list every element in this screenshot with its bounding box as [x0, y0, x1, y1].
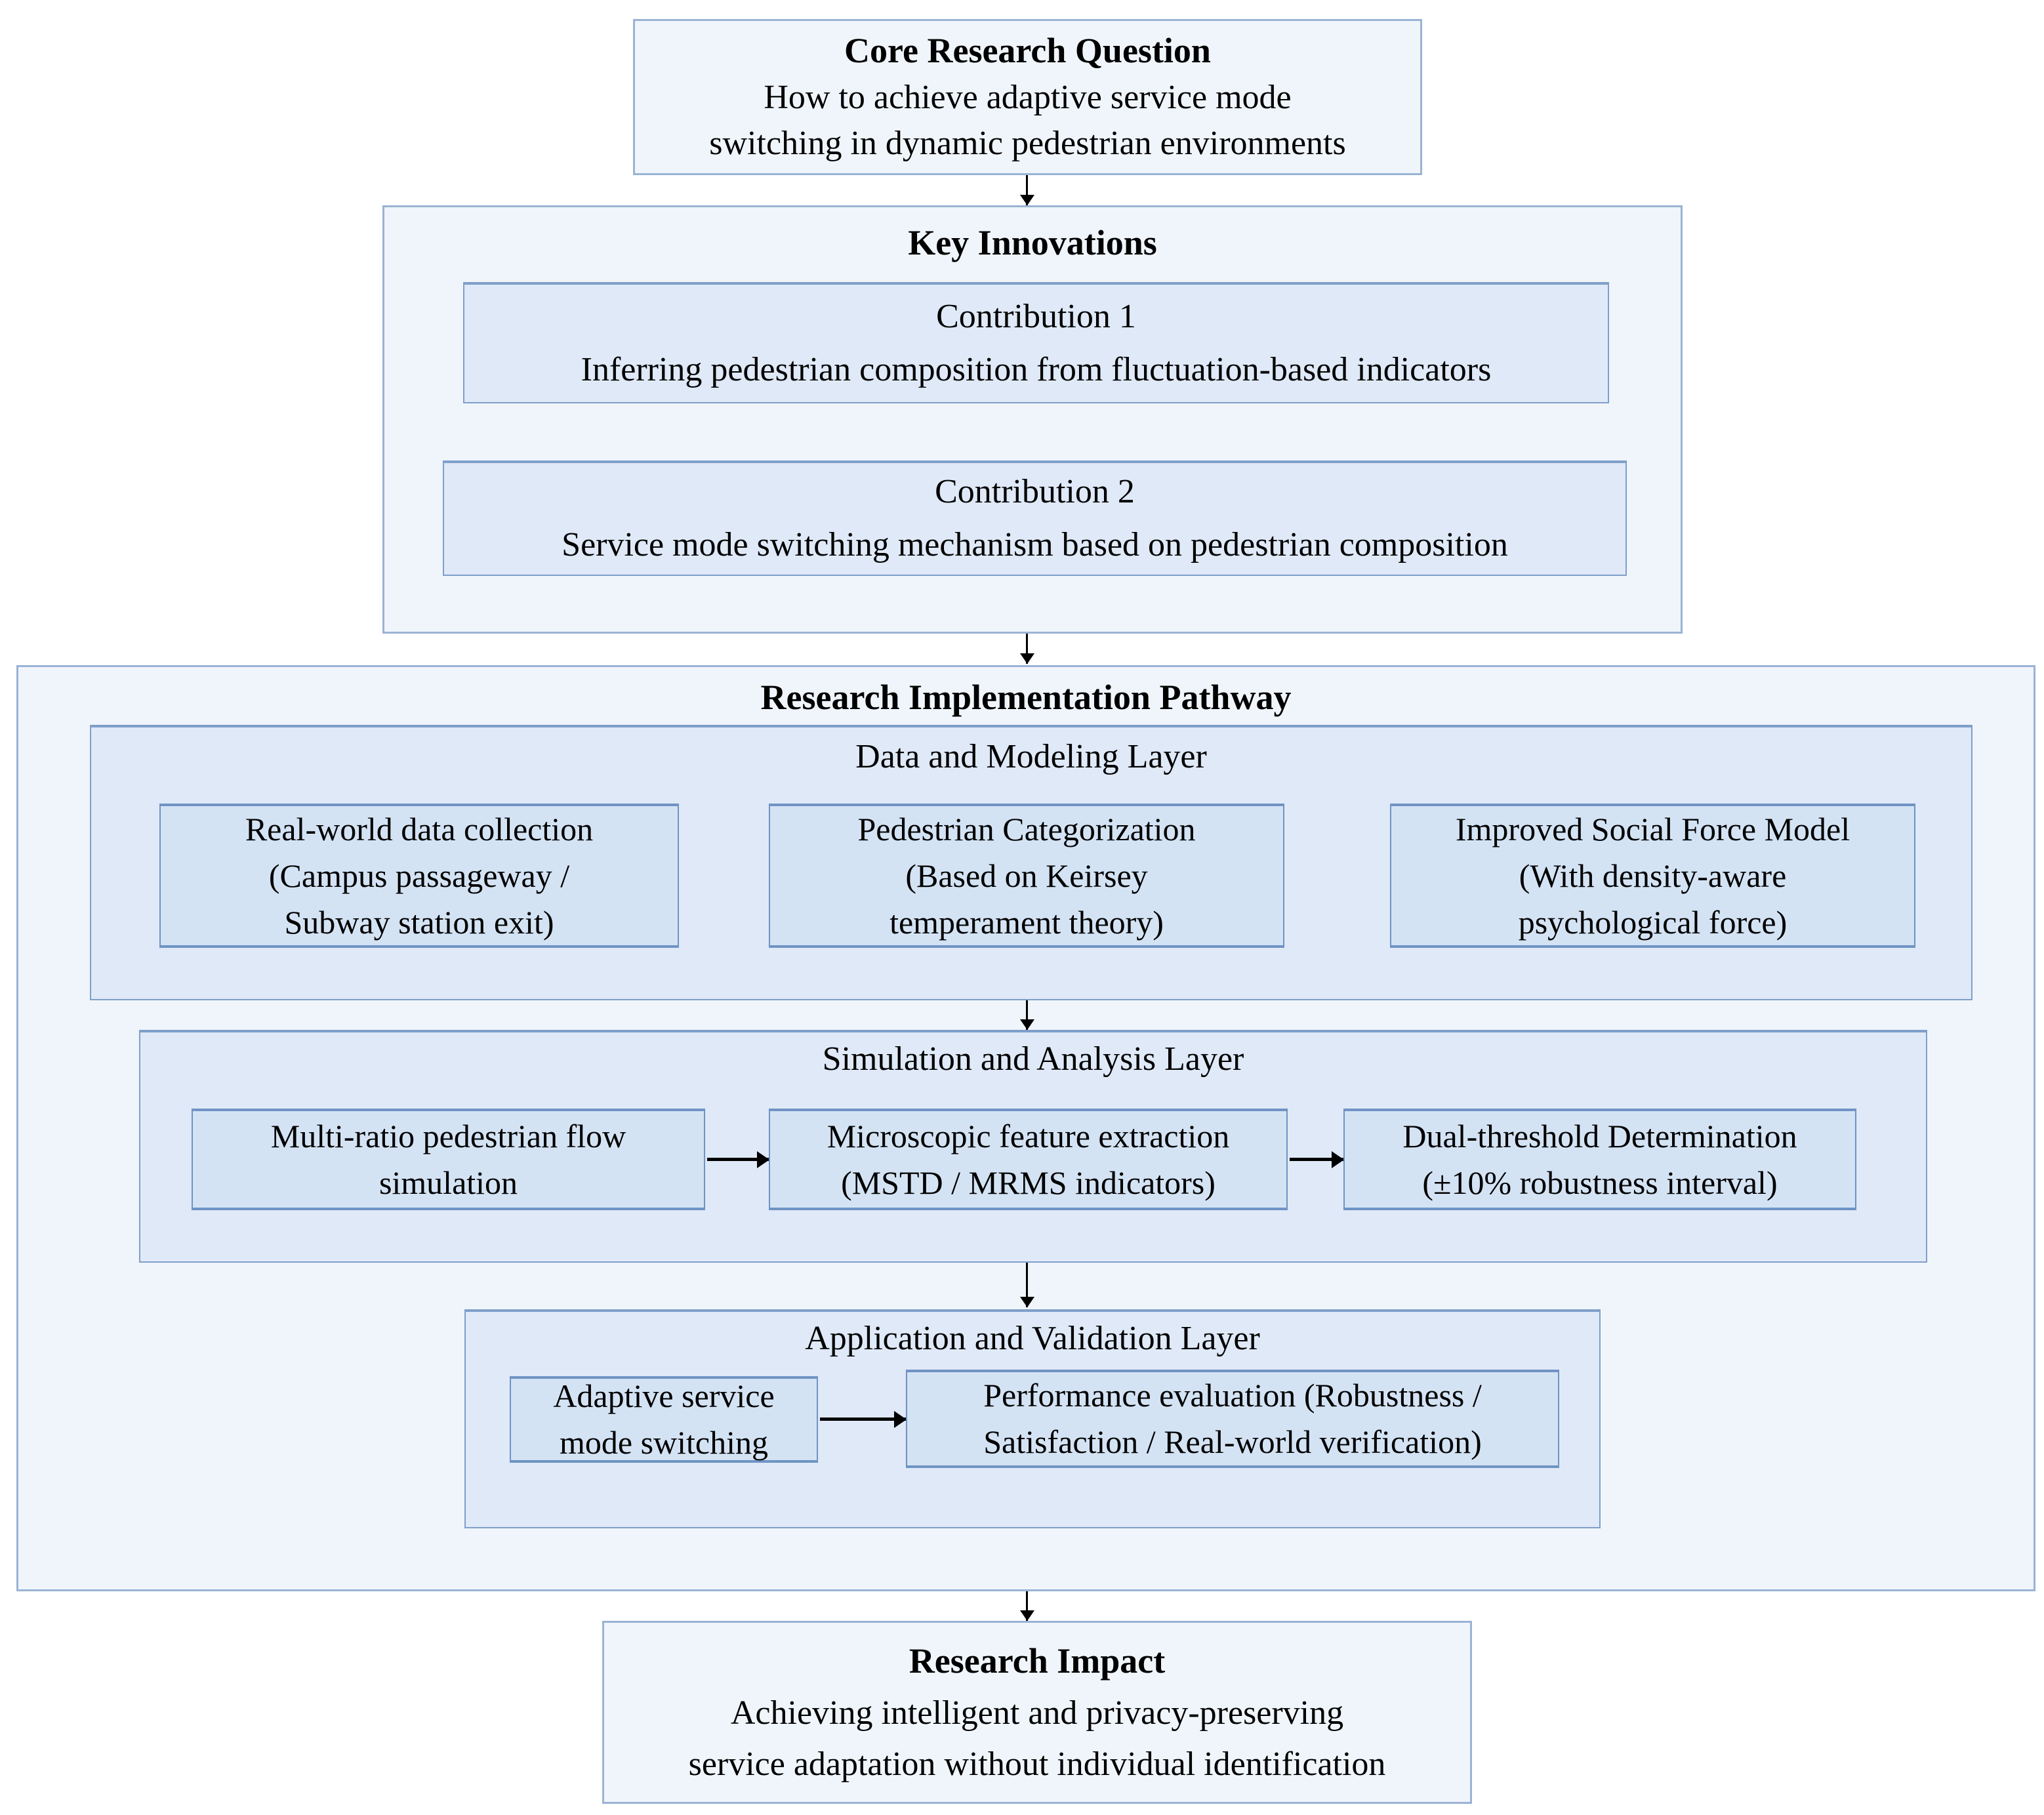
flow-arrow-down-2 [1026, 634, 1028, 664]
performance-evaluation-box: Performance evaluation (Robustness / Sat… [906, 1370, 1559, 1468]
core-research-question-box: Core Research Question How to achieve ad… [633, 19, 1422, 175]
data-box2-line1: Pedestrian Categorization [857, 810, 1196, 847]
adaptive-service-mode-switching-box: Adaptive service mode switching [510, 1376, 818, 1463]
data-box2-line3: temperament theory) [889, 903, 1164, 941]
research-impact-line1: Achieving intelligent and privacy-preser… [730, 1694, 1344, 1732]
contribution-1-box: Contribution 1 Inferring pedestrian comp… [463, 282, 1609, 403]
improved-social-force-model-box: Improved Social Force Model (With densit… [1390, 804, 1915, 948]
flow-arrow-right-3 [820, 1417, 906, 1421]
flow-arrow-right-1 [707, 1158, 769, 1161]
flow-arrow-down-1 [1026, 175, 1028, 205]
data-box3-line3: psychological force) [1518, 903, 1788, 941]
pathway-title: Research Implementation Pathway [760, 678, 1292, 717]
flow-arrow-down-5 [1026, 1591, 1028, 1621]
application-validation-layer-title: Application and Validation Layer [805, 1320, 1260, 1357]
sim-box1-line1: Multi-ratio pedestrian flow [270, 1117, 626, 1154]
data-box3-line1: Improved Social Force Model [1455, 810, 1850, 847]
contribution-2-title: Contribution 2 [935, 473, 1135, 511]
key-innovations-title: Key Innovations [908, 223, 1157, 262]
sim-box2-line2: (MSTD / MRMS indicators) [841, 1164, 1216, 1201]
real-world-data-collection-box: Real-world data collection (Campus passa… [159, 804, 679, 948]
sim-box1-line2: simulation [378, 1164, 518, 1201]
contribution-1-desc: Inferring pedestrian composition from fl… [581, 350, 1492, 388]
app-box2-line2: Satisfaction / Real-world verification) [983, 1423, 1482, 1460]
data-box1-line2: (Campus passageway / [268, 857, 570, 894]
research-impact-line2: service adaptation without individual id… [688, 1745, 1386, 1783]
contribution-2-box: Contribution 2 Service mode switching me… [443, 460, 1627, 576]
data-box1-line3: Subway station exit) [284, 903, 554, 941]
data-modeling-layer-title: Data and Modeling Layer [855, 738, 1207, 775]
dual-threshold-determination-box: Dual-threshold Determination (±10% robus… [1343, 1109, 1856, 1210]
pedestrian-categorization-box: Pedestrian Categorization (Based on Keir… [769, 804, 1284, 948]
core-research-question-line2: switching in dynamic pedestrian environm… [709, 125, 1346, 163]
contribution-1-title: Contribution 1 [936, 297, 1136, 335]
core-research-question-title: Core Research Question [844, 31, 1211, 71]
flow-arrow-down-4 [1026, 1263, 1028, 1307]
data-box2-line2: (Based on Keirsey [905, 857, 1148, 894]
core-research-question-line1: How to achieve adaptive service mode [764, 79, 1292, 117]
app-box2-line1: Performance evaluation (Robustness / [983, 1377, 1482, 1414]
data-box1-line1: Real-world data collection [245, 810, 594, 847]
app-box1-line1: Adaptive service [553, 1377, 775, 1414]
multi-ratio-simulation-box: Multi-ratio pedestrian flow simulation [192, 1109, 705, 1210]
research-impact-box: Research Impact Achieving intelligent an… [602, 1621, 1472, 1804]
sim-box2-line1: Microscopic feature extraction [827, 1117, 1230, 1154]
app-box1-line2: mode switching [559, 1424, 769, 1461]
sim-box3-line1: Dual-threshold Determination [1402, 1117, 1797, 1154]
microscopic-feature-extraction-box: Microscopic feature extraction (MSTD / M… [769, 1109, 1288, 1210]
simulation-analysis-layer-title: Simulation and Analysis Layer [822, 1040, 1244, 1078]
sim-box3-line2: (±10% robustness interval) [1422, 1164, 1778, 1201]
flow-arrow-right-2 [1290, 1158, 1343, 1161]
research-impact-title: Research Impact [909, 1641, 1166, 1681]
flow-arrow-down-3 [1026, 1000, 1028, 1030]
data-box3-line2: (With density-aware [1519, 857, 1787, 894]
contribution-2-desc: Service mode switching mechanism based o… [562, 526, 1508, 563]
